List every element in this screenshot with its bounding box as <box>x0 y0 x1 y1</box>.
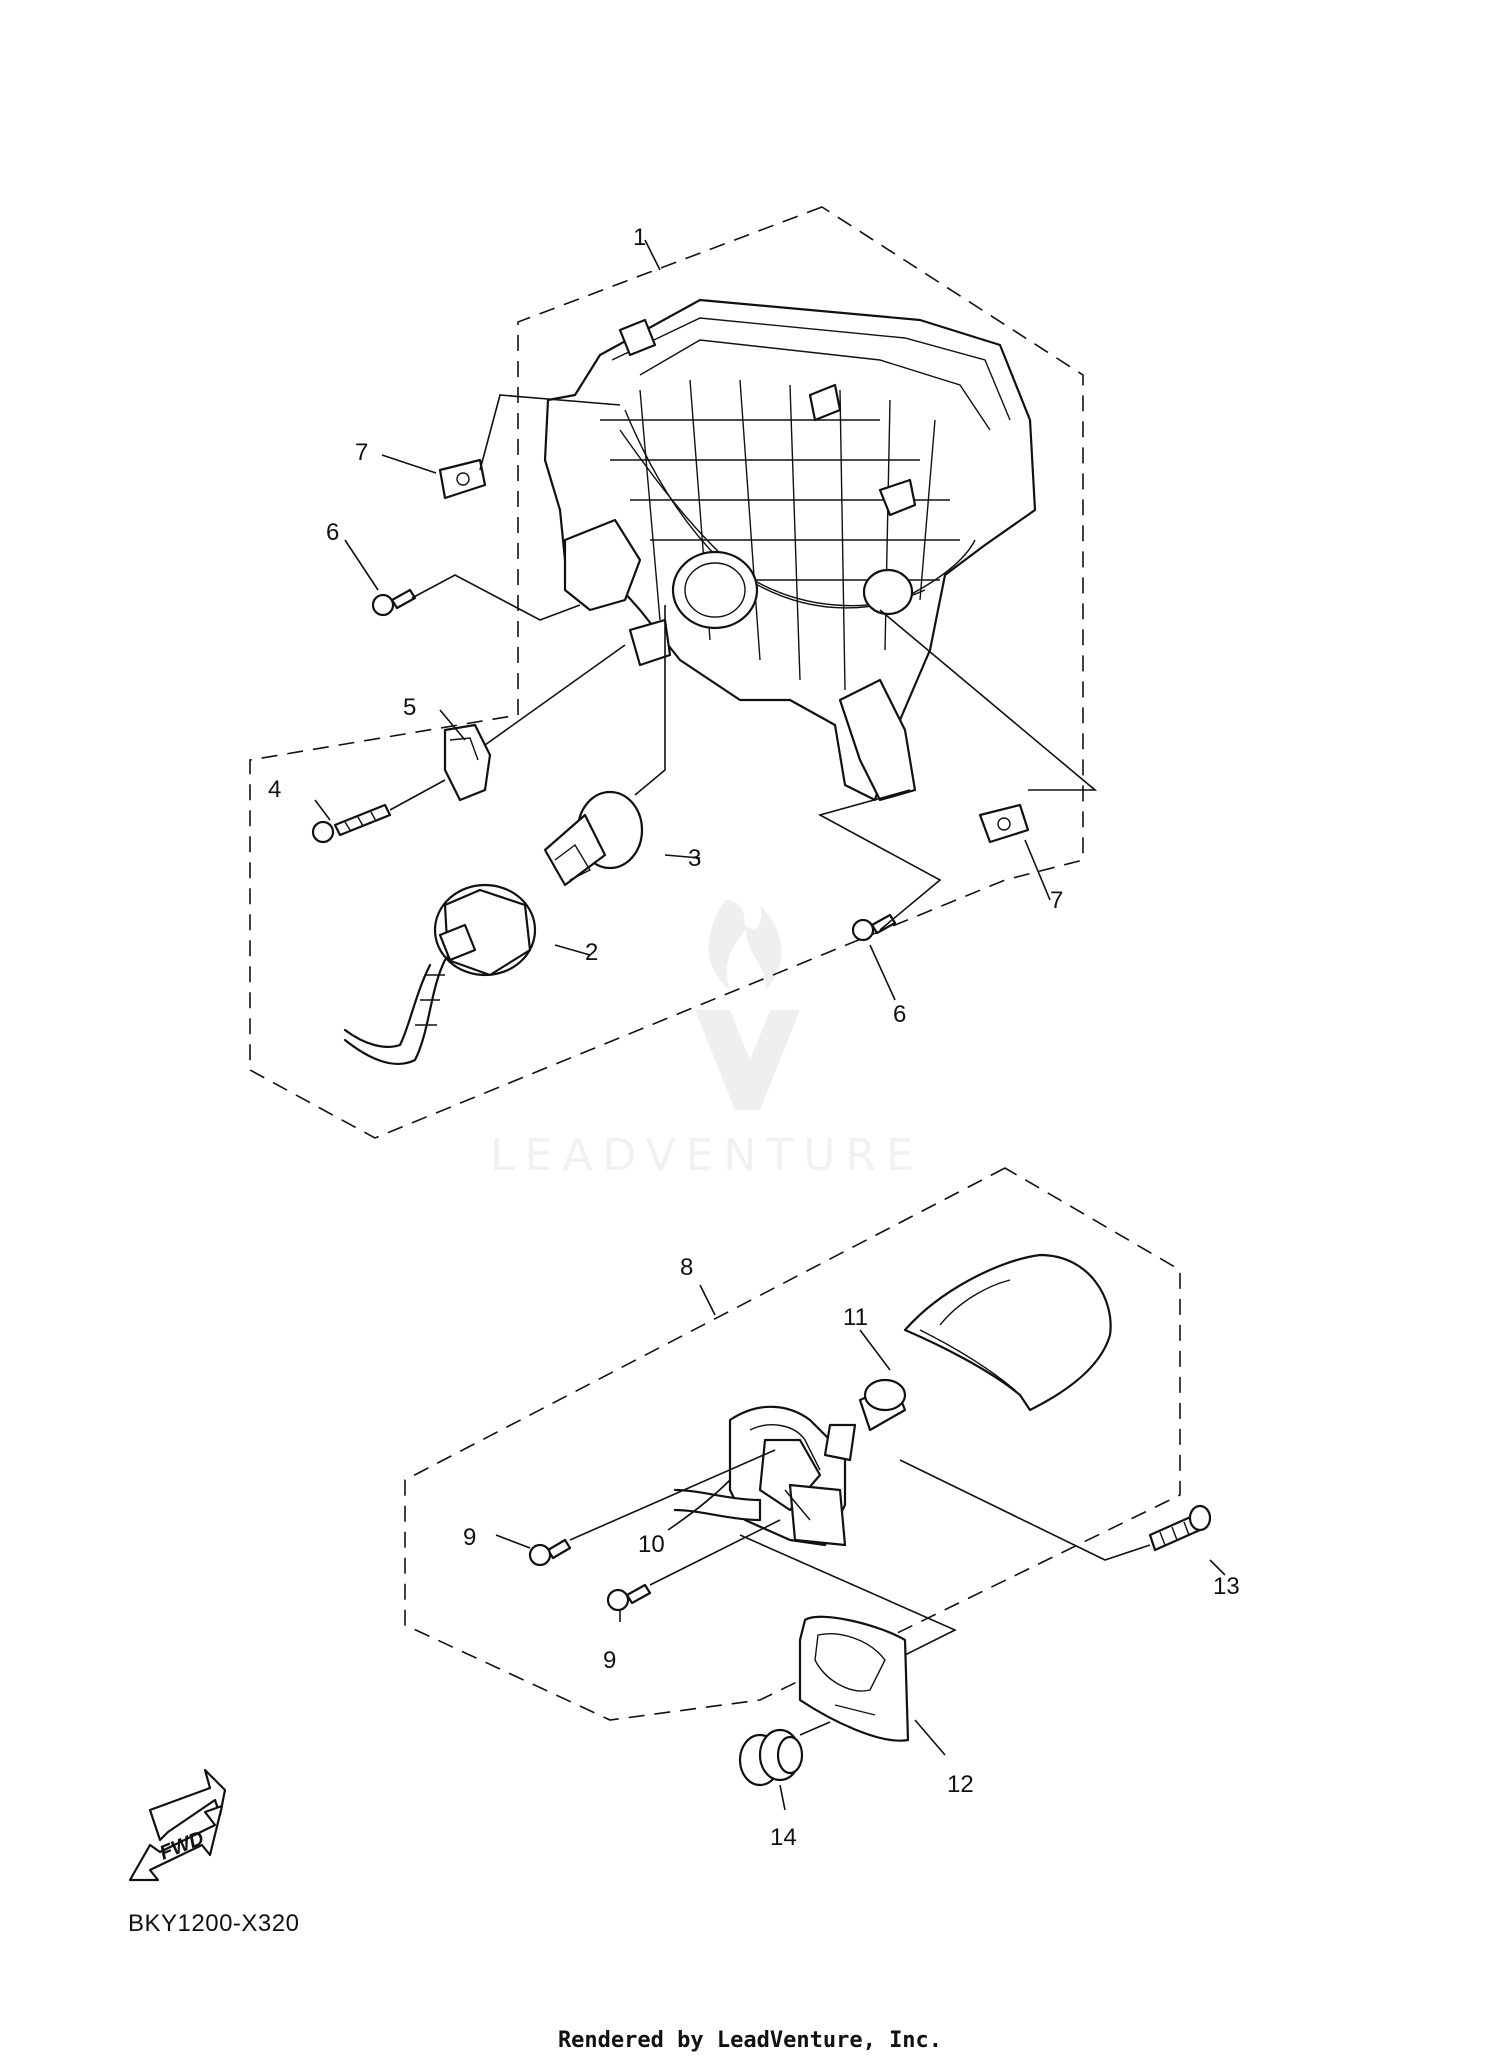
callout-9: 9 <box>463 1524 476 1551</box>
screw-6-upper <box>371 588 417 617</box>
watermark-text: LEADVENTURE <box>490 1130 924 1181</box>
headlight-housing <box>543 298 1037 802</box>
watermark-logo: LEADVENTURE <box>490 900 924 1181</box>
callout-11: 11 <box>843 1304 868 1331</box>
callout-3: 3 <box>688 845 701 872</box>
callout-12: 12 <box>947 1771 974 1798</box>
callout-9b: 9 <box>603 1647 616 1674</box>
callout-labels: 1 7 6 5 4 3 2 7 6 8 11 9 10 9 13 12 14 <box>268 224 1240 1851</box>
signal-bulb <box>858 1378 907 1432</box>
callout-2: 2 <box>585 939 598 966</box>
screw-4 <box>311 803 392 844</box>
screw-9-lower <box>606 1583 652 1612</box>
plate-bracket-12 <box>798 1615 910 1742</box>
bulb-socket <box>343 883 537 1065</box>
bolt-13 <box>1148 1504 1212 1552</box>
callout-10: 10 <box>638 1531 665 1558</box>
lens-cover <box>903 1253 1112 1412</box>
callout-6: 6 <box>326 519 339 546</box>
callout-7b: 7 <box>1050 887 1063 914</box>
clip-5 <box>443 723 492 802</box>
callout-8: 8 <box>680 1254 693 1281</box>
grommet-14 <box>738 1728 804 1787</box>
footer-credit: Rendered by LeadVenture, Inc. <box>557 2028 943 2053</box>
callout-1: 1 <box>633 224 646 251</box>
fwd-arrow-icon: FWD <box>128 1768 227 1882</box>
callout-5: 5 <box>403 694 416 721</box>
callout-7: 7 <box>355 439 368 466</box>
nut-7-upper <box>438 458 487 500</box>
group-outline-headlight <box>249 206 1084 1139</box>
callout-14: 14 <box>770 1824 797 1851</box>
diagram-code: BKY1200-X320 <box>128 1910 300 1937</box>
callout-6b: 6 <box>893 1001 906 1028</box>
leader-lines-lower <box>495 1284 1226 1811</box>
leader-lines-upper <box>314 239 1098 1001</box>
headlight-bulb <box>543 790 644 887</box>
signal-housing <box>673 1405 857 1547</box>
nut-7-lower <box>978 803 1030 844</box>
callout-13: 13 <box>1213 1573 1240 1600</box>
screw-9-upper <box>528 1538 572 1567</box>
screw-6-lower <box>851 913 897 942</box>
group-outline-signal <box>404 1167 1181 1721</box>
callout-4: 4 <box>268 776 281 803</box>
